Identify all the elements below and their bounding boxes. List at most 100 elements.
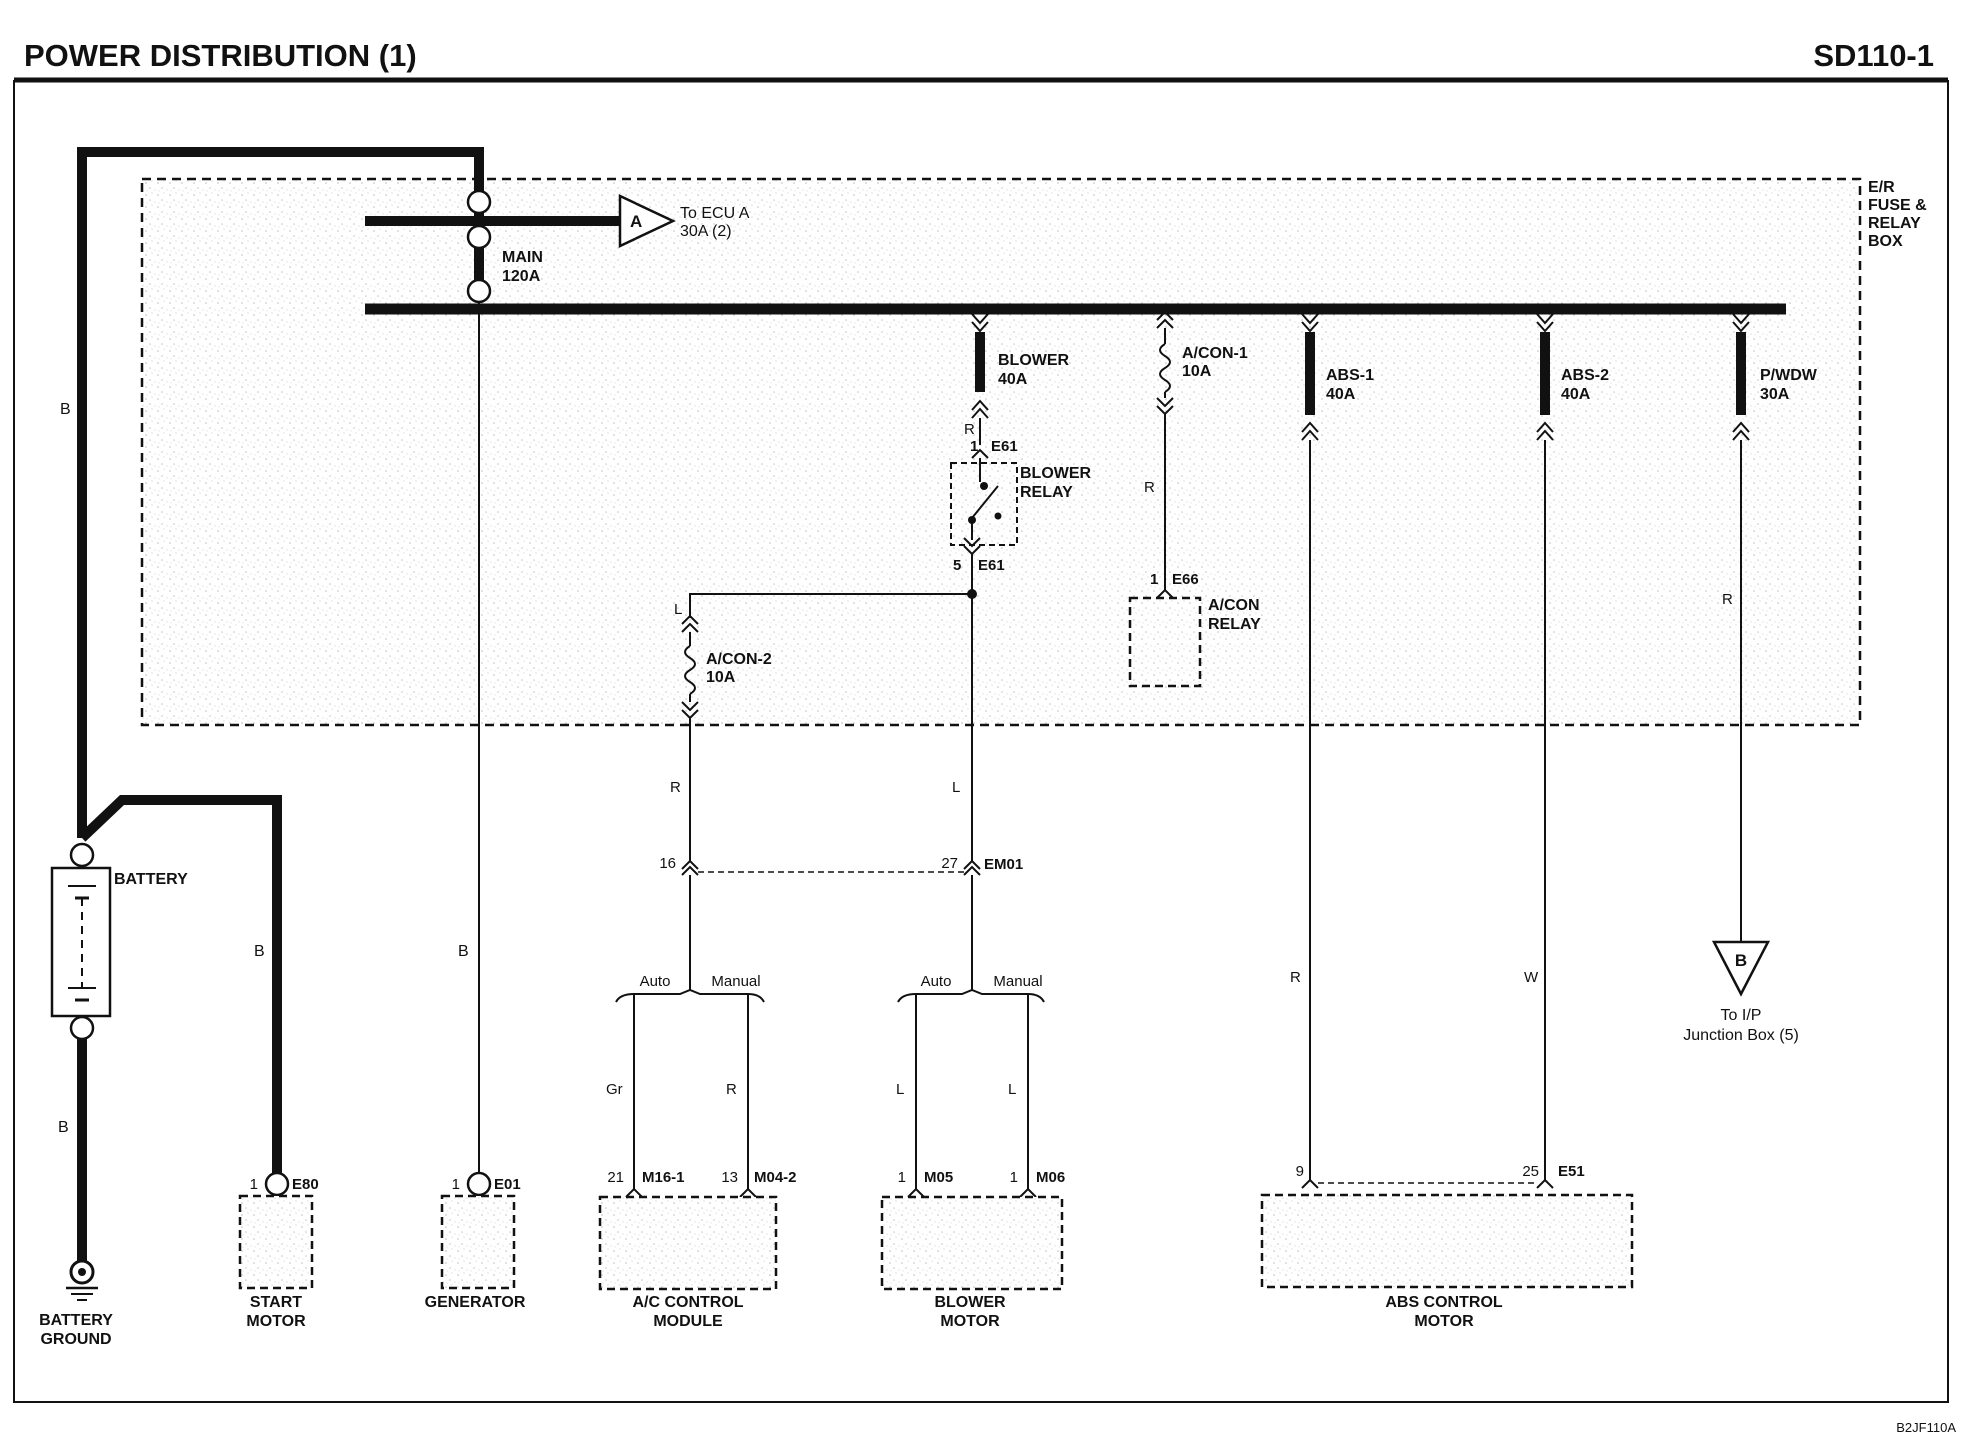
battery-terminal-pos (69, 842, 95, 868)
ac-split-auto: Auto (640, 973, 671, 990)
generator-label: GENERATOR (425, 1294, 526, 1311)
abs1-fuse-name: ABS-1 (1326, 367, 1374, 384)
wire-color-acon1-down: R (1144, 479, 1155, 496)
blower-motor-pin-2: 1 (1010, 1169, 1018, 1186)
battery-to-start-wire (78, 795, 282, 1178)
start-motor-box (238, 1194, 314, 1290)
ac-module-conn-2: M04-2 (754, 1169, 797, 1186)
relay-to-acon2-wire (689, 593, 972, 618)
wire-color-ac-auto: Gr (606, 1081, 623, 1098)
start-motor-label-2: MOTOR (246, 1313, 306, 1330)
svg-text:FUSE &: FUSE & (1868, 197, 1927, 214)
wire-color-abs2-down: W (1524, 969, 1539, 986)
pwdw-fuse-name: P/WDW (1760, 367, 1818, 384)
blower-relay-bottom-pin: 5 (953, 557, 961, 574)
wire-color-acon2-down: R (670, 779, 681, 796)
blower-motor-label-2: MOTOR (940, 1313, 1000, 1330)
bm-split-manual: Manual (993, 973, 1042, 990)
abs-motor-pin-2: 25 (1522, 1163, 1539, 1180)
main-terminal-top (466, 189, 492, 215)
abs-motor-label-1: ABS CONTROL (1385, 1294, 1503, 1311)
bm-split (897, 988, 1045, 1003)
wire-color-relay-acon2: L (674, 601, 682, 618)
battery-terminal-neg (69, 1015, 95, 1041)
blower-motor-conn-1: M05 (924, 1169, 953, 1186)
svg-text:RELAY: RELAY (1868, 215, 1921, 232)
generator-conn: E01 (494, 1176, 521, 1193)
fuse-box-label: E/R FUSE & RELAY BOX (1868, 179, 1927, 250)
acon-relay-conn: E66 (1172, 571, 1199, 588)
svg-text:E/R: E/R (1868, 179, 1895, 196)
blower-relay (950, 448, 1018, 556)
em01-connector (681, 859, 981, 876)
generator-box (440, 1194, 516, 1290)
battery-label: BATTERY (114, 871, 188, 888)
blower-fuse-name: BLOWER (998, 352, 1070, 369)
ground-icon (66, 1259, 98, 1301)
acon-relay-pin-num: 1 (1150, 571, 1158, 588)
wire-color-start: B (254, 943, 265, 960)
blower-relay-label-1: BLOWER (1020, 465, 1092, 482)
ip-output-dest: Junction Box (5) (1683, 1027, 1799, 1044)
abs-motor-pin-1: 9 (1296, 1163, 1304, 1180)
abs1-fuse-rating: 40A (1326, 386, 1356, 403)
abs-motor-conn: E51 (1558, 1163, 1585, 1180)
battery-ground-label-2: GROUND (40, 1331, 111, 1348)
abs2-fuse (1536, 313, 1554, 441)
blower-relay-bottom-conn: E61 (978, 557, 1005, 574)
main-fuse-name: MAIN (502, 249, 543, 266)
abs1-fuse (1301, 313, 1319, 441)
generator-terminal (466, 1171, 492, 1197)
main-terminal-mid (466, 224, 492, 250)
ac-module-pin-2: 13 (721, 1169, 738, 1186)
wire-color-bm-manual: L (1008, 1081, 1016, 1098)
abs-motor-box (1260, 1193, 1634, 1289)
main-terminal-bottom (466, 278, 492, 304)
ecu-output-label: To ECU A (680, 205, 750, 222)
wire-color-blower-relay: R (964, 421, 975, 438)
ip-connector-symbol: B (1735, 951, 1747, 970)
page-frame (13, 80, 1949, 1403)
abs2-fuse-rating: 40A (1561, 386, 1591, 403)
acon2-fuse (681, 614, 699, 720)
start-motor-conn: E80 (292, 1176, 319, 1193)
wire-color-battery-top: B (60, 401, 71, 418)
fuse-relay-box (140, 177, 1862, 727)
blower-motor-conn-2: M06 (1036, 1169, 1065, 1186)
diagram-code: SD110-1 (1813, 38, 1934, 73)
abs2-fuse-name: ABS-2 (1561, 367, 1609, 384)
ip-output-label: To I/P (1721, 1007, 1762, 1024)
battery-symbol (50, 866, 112, 1018)
blower-motor-label-1: BLOWER (934, 1294, 1006, 1311)
ac-split-manual: Manual (711, 973, 760, 990)
pwdw-fuse-rating: 30A (1760, 386, 1790, 403)
blower-relay-label-2: RELAY (1020, 484, 1073, 501)
ecu-connector-triangle (618, 194, 676, 248)
blower-fuse (971, 313, 989, 419)
ac-split (615, 988, 765, 1003)
blower-motor-box (880, 1195, 1064, 1291)
wire-color-battery-bottom: B (58, 1119, 69, 1136)
ac-module-pins (625, 1187, 757, 1198)
acon1-fuse-name: A/CON-1 (1182, 345, 1248, 362)
ecu-connector-symbol: A (630, 212, 642, 231)
acon-relay-pin (1156, 588, 1174, 599)
blower-relay-top-pin: 1 (970, 438, 978, 455)
blower-motor-pin-1: 1 (898, 1169, 906, 1186)
ip-connector-triangle (1711, 940, 1771, 997)
battery-ground-label-1: BATTERY (39, 1312, 113, 1329)
battery-main-wire (77, 147, 484, 838)
start-motor-pin: 1 (250, 1176, 258, 1193)
acon-relay-label-1: A/CON (1208, 597, 1260, 614)
wire-color-bm-auto: L (896, 1081, 904, 1098)
page-title: POWER DISTRIBUTION (1) (24, 38, 417, 73)
bm-split-auto: Auto (921, 973, 952, 990)
main-fuse-rating: 120A (502, 268, 541, 285)
ac-module-box (598, 1195, 778, 1291)
ac-module-pin-1: 21 (607, 1169, 624, 1186)
abs-motor-pins (1301, 1178, 1554, 1189)
blower-fuse-rating: 40A (998, 371, 1028, 388)
start-motor-label-1: START (250, 1294, 302, 1311)
blower-motor-pins (907, 1187, 1037, 1198)
